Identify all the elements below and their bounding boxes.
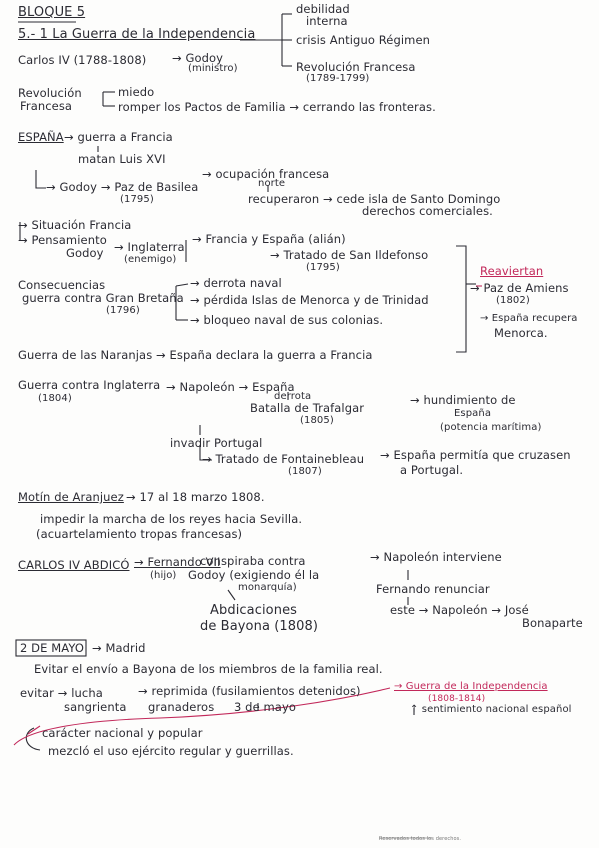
hijo-text: (hijo) xyxy=(150,570,177,581)
guerra-inglaterra-label: Guerra contra Inglaterra xyxy=(18,378,161,392)
revolucion-label-1: Revolución xyxy=(18,86,82,100)
crisis-text: crisis Antiguo Régimen xyxy=(296,33,431,47)
reprimida-text: → reprimida (fusilamientos detenidos) xyxy=(138,684,361,698)
espana-hund-text: España xyxy=(454,408,492,419)
evitar-envio-text: Evitar el envío a Bayona de los miembros… xyxy=(34,662,383,676)
guerra-indep-years: (1808-1814) xyxy=(428,694,486,704)
consecuencias-label: Consecuencias xyxy=(18,278,106,292)
red-curve-arrow xyxy=(13,687,391,746)
enemigo-text: (enemigo) xyxy=(124,254,177,265)
tratado-ildefonso-text: → Tratado de San Ildefonso xyxy=(270,248,429,262)
paz-amiens-year: (1802) xyxy=(496,295,530,306)
paz-amiens-text: → Paz de Amiens xyxy=(470,281,569,295)
inglaterra-text: → Inglaterra xyxy=(114,240,185,254)
evitar-lucha-text: evitar → lucha xyxy=(20,686,103,700)
bloqueo-text: → bloqueo naval de sus colonias. xyxy=(190,313,384,327)
section-heading: 5.- 1 La Guerra de la Independencia xyxy=(18,27,256,42)
bonaparte-text: Bonaparte xyxy=(522,616,583,630)
fontainebleau-text: → Tratado de Fontainebleau xyxy=(202,452,365,466)
guerra-gb-year: (1796) xyxy=(106,305,140,316)
napoleon-espana-text: → Napoleón → España xyxy=(166,380,295,394)
derechos-text: derechos comerciales. xyxy=(362,204,493,218)
perdidas-text: → pérdida Islas de Menorca y de Trinidad xyxy=(190,293,429,307)
revfr-text: Revolución Francesa xyxy=(296,60,416,74)
permitia-text: → España permitía que cruzasen xyxy=(380,448,571,462)
espana-label: ESPAÑA xyxy=(18,130,64,144)
acamanose-text: (acuartelamiento tropas francesas) xyxy=(36,527,243,541)
fernando-renuncia-text: Fernando renunciar xyxy=(376,582,490,596)
guerra-indep-text: → Guerra de la Independencia xyxy=(394,681,548,692)
bracket-espana xyxy=(35,170,46,189)
derrota-text: derrota xyxy=(274,391,312,402)
fontainebleau-year: (1807) xyxy=(288,466,322,477)
trafalgar-year: (1805) xyxy=(300,415,334,426)
godoy-exigiendo-text: Godoy (exigiendo él la xyxy=(188,568,320,582)
interna-text: interna xyxy=(306,14,348,28)
page-title: BLOQUE 5 xyxy=(18,5,86,20)
granaderos-text: granaderos xyxy=(148,700,215,714)
revfr-years: (1789-1799) xyxy=(306,73,370,84)
impedir-text: impedir la marcha de los reyes hacia Sev… xyxy=(40,512,303,526)
motin-dates: → 17 al 18 marzo 1808. xyxy=(126,490,265,504)
napoleon-interviene-text: → Napoleón interviene xyxy=(370,550,502,564)
ministro-text: (ministro) xyxy=(188,63,238,74)
invadir-portugal-text: invadir Portugal xyxy=(170,436,263,450)
footer-text: Reservados todos los derechos. xyxy=(379,836,462,842)
bracket-reaviertan xyxy=(456,245,467,353)
hundimiento-text: → hundimiento de xyxy=(410,393,516,407)
debilidad-text: debilidad xyxy=(296,2,350,16)
fernando-vii-text: → Fernando VII xyxy=(134,555,221,569)
situacion-text: → Situación Francia xyxy=(18,218,132,232)
sangrienta-text: sangrienta xyxy=(64,700,127,714)
carlos-abdico-label: CARLOS IV ABDICÓ xyxy=(18,558,130,572)
reaviertan-label: Reaviertan xyxy=(480,264,544,278)
conspiro-text: conspiraba contra xyxy=(200,554,306,568)
tratado-year: (1795) xyxy=(306,262,340,273)
norte-text: norte xyxy=(258,178,286,189)
portugal-text: a Portugal. xyxy=(400,463,464,477)
matan-luis-text: matan Luis XVI xyxy=(78,152,166,166)
tres-mayo-text: 3 de mayo xyxy=(234,700,296,714)
guerra-gb-text: guerra contra Gran Bretaña xyxy=(22,291,184,305)
miedo-text: miedo xyxy=(118,85,155,99)
dos-mayo-label: 2 DE MAYO xyxy=(20,641,84,655)
carlos-iv-text: Carlos IV (1788-1808) xyxy=(18,53,147,67)
revolucion-label-2: Francesa xyxy=(20,99,73,113)
bracket-caracter xyxy=(25,727,41,751)
naranjas-text: Guerra de las Naranjas → España declara … xyxy=(18,348,373,362)
godoy-text: → Godoy xyxy=(172,51,224,65)
abdicaciones-text: Abdicaciones xyxy=(210,603,298,618)
pensamiento-text: → Pensamiento xyxy=(18,233,107,247)
bayona-text: de Bayona (1808) xyxy=(200,619,319,634)
francia-espana-text: → Francia y España (alián) xyxy=(192,232,346,246)
godoy-paz-text: → Godoy → Paz de Basilea xyxy=(46,180,199,194)
sentimiento-text: ↑ sentimiento nacional español xyxy=(410,704,572,715)
caracter-text: carácter nacional y popular xyxy=(42,726,203,740)
recuperaron-text: recuperaron → cede isla de Santo Domingo xyxy=(248,192,501,206)
madrid-text: → Madrid xyxy=(92,641,146,655)
guerra-francia-text: → guerra a Francia xyxy=(64,130,173,144)
este-napoleon-text: este → Napoleón → José xyxy=(390,603,529,617)
menorca-text: Menorca. xyxy=(494,326,548,340)
mezclo-text: mezcló el uso ejército regular y guerril… xyxy=(48,744,294,758)
guerra-inglaterra-year: (1804) xyxy=(38,393,72,404)
motin-label: Motín de Aranjuez xyxy=(18,490,124,504)
romper-text: romper los Pactos de Familia → cerrando … xyxy=(118,100,436,114)
paz-basilea-year: (1795) xyxy=(120,194,154,205)
godoy-alianza-text: Godoy xyxy=(66,246,104,260)
trafalgar-text: Batalla de Trafalgar xyxy=(250,401,365,415)
dos-mayo-box xyxy=(15,639,87,657)
potencia-text: (potencia marítima) xyxy=(440,422,542,433)
derrota-naval-text: → derrota naval xyxy=(190,276,282,290)
monarquia-text: monarquía) xyxy=(238,582,297,593)
ocupacion-text: → ocupación francesa xyxy=(202,167,330,181)
espana-recupera-text: → España recupera xyxy=(480,313,578,324)
